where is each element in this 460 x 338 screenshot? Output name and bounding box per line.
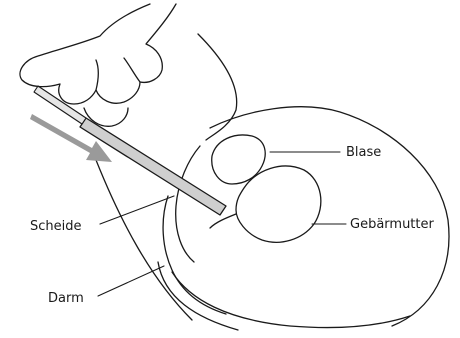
label-bowel: Darm [48,291,84,306]
label-vagina: Scheide [30,219,82,234]
uterus-inner-line [210,214,236,228]
applicator-plunger [34,86,86,124]
label-uterus: Gebärmutter [350,217,435,232]
bowel-leader-line [98,266,164,296]
label-bladder: Blase [346,145,381,160]
bladder-outline [212,135,265,184]
vaginal-canal-upper-wall [176,146,200,262]
applicator [80,118,226,215]
uterus-outline [236,166,321,242]
finger-creases [96,58,140,90]
